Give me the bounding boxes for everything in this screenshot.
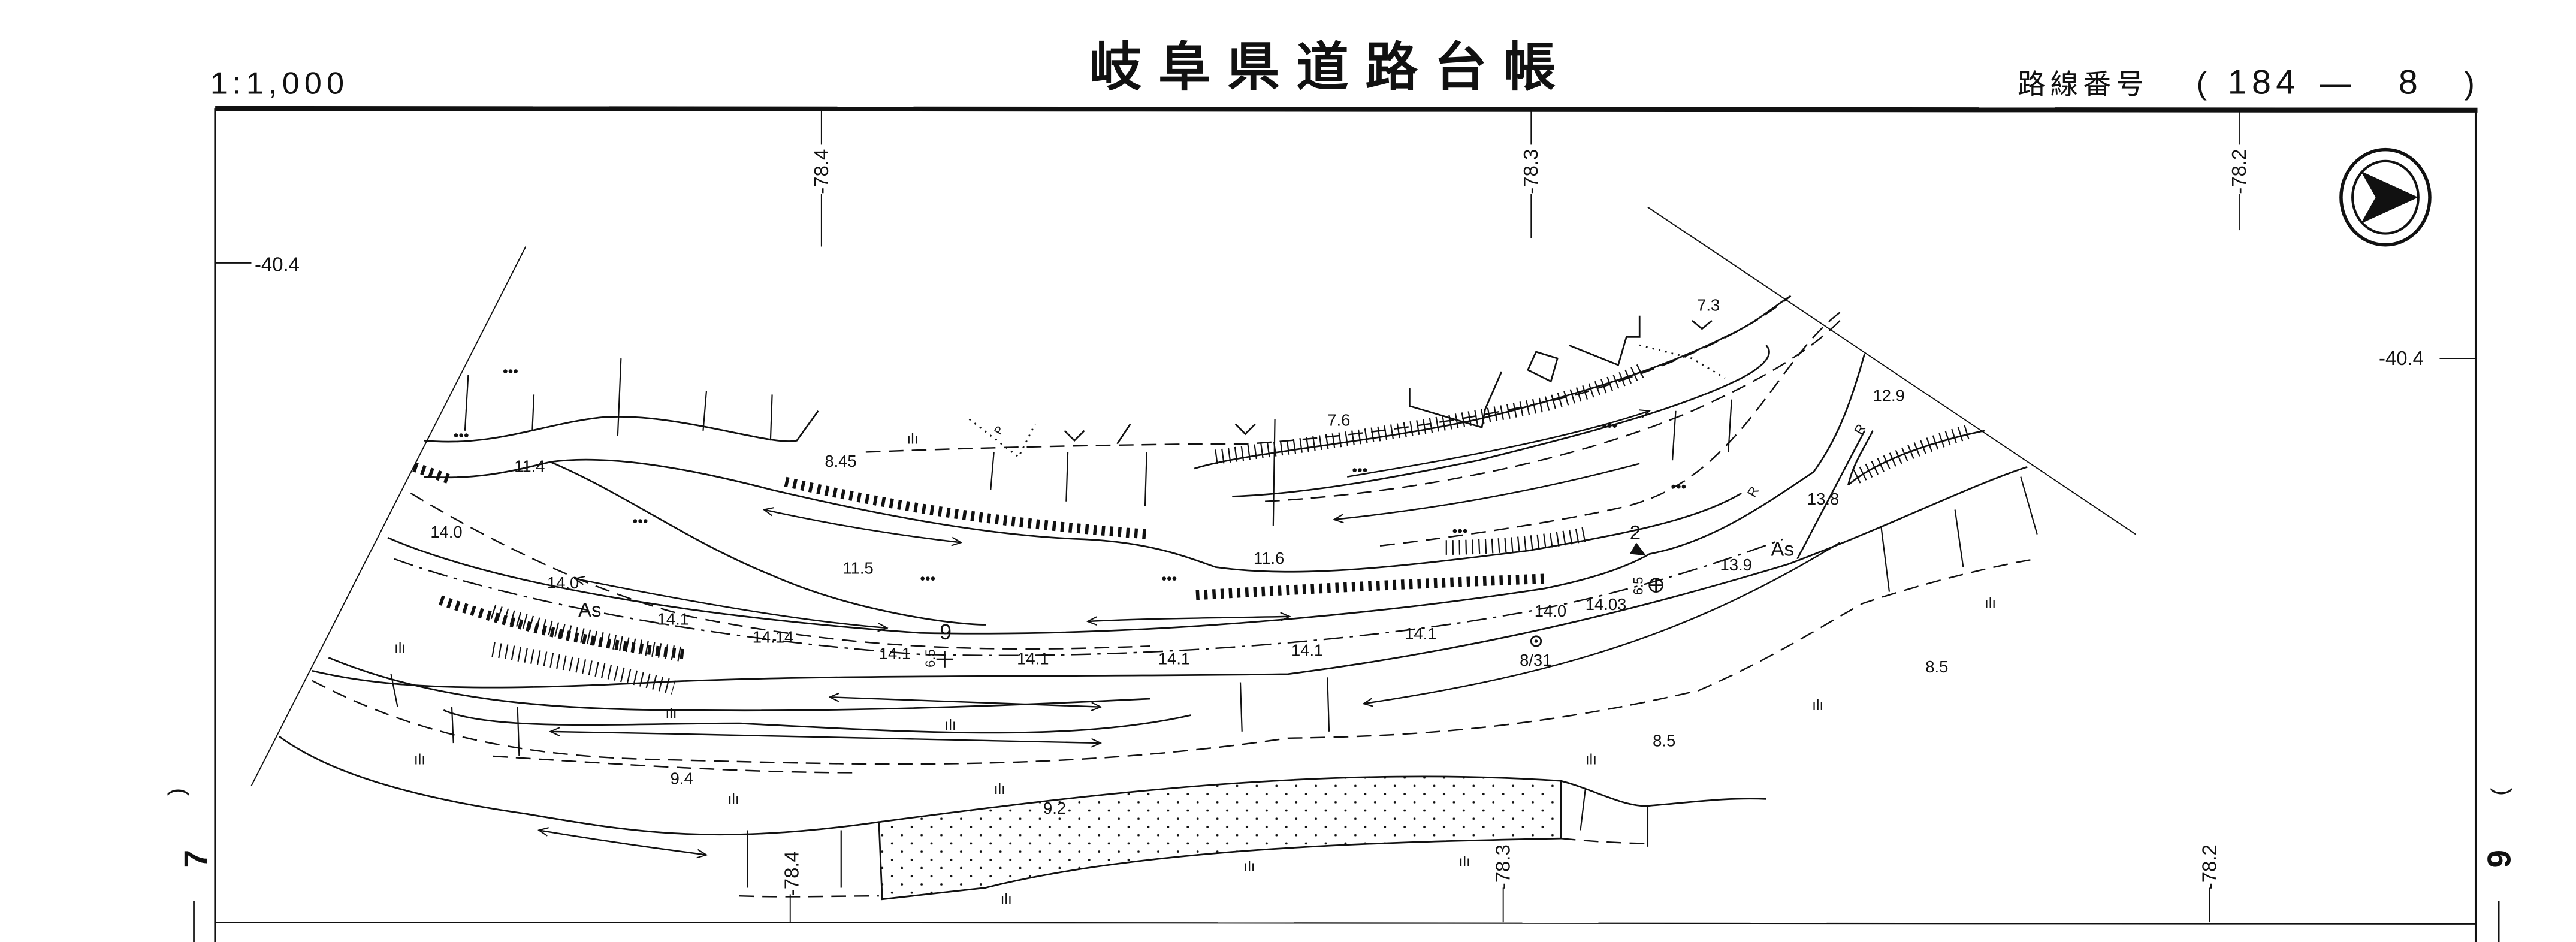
lane-mark-label: 9 xyxy=(940,620,952,644)
svg-text:ılı: ılı xyxy=(994,781,1005,798)
spot-height: 8.45 xyxy=(825,452,856,470)
adjacent-right-paren: ( xyxy=(2487,788,2512,796)
svg-text:•••: ••• xyxy=(454,428,469,444)
svg-text:ılı: ılı xyxy=(414,752,425,768)
grid-label-bottom-2: -78.3 xyxy=(1492,844,1514,889)
spot-height: 12.9 xyxy=(1873,386,1905,404)
spot-height: 7.6 xyxy=(1327,411,1350,430)
map-frame xyxy=(214,105,2478,942)
grid-label-left: -40.4 xyxy=(255,253,300,276)
svg-text:•••: ••• xyxy=(1671,479,1686,495)
route-number-value: 184 xyxy=(2228,63,2300,101)
svg-text:ılı: ılı xyxy=(1243,859,1255,875)
svg-text:ılı: ılı xyxy=(907,431,918,448)
svg-text:ılı: ılı xyxy=(1459,854,1470,870)
svg-text:•••: ••• xyxy=(1352,463,1367,479)
spot-height: 14.1 xyxy=(657,610,689,629)
grid-label-top-1: -78.4 xyxy=(810,149,832,194)
pavement-label: As xyxy=(1771,538,1794,560)
svg-text:ılı: ılı xyxy=(1586,752,1597,768)
svg-text:ılı: ılı xyxy=(1985,596,1996,612)
manhole-label: 6.5 xyxy=(923,649,938,668)
adjacent-sheet-right: 9 xyxy=(2480,850,2517,868)
manhole-label: 6.5 xyxy=(1631,577,1646,596)
spot-height: 7.3 xyxy=(1697,296,1720,315)
route-dash: — xyxy=(2320,66,2355,101)
spot-height: 14.0 xyxy=(1535,602,1566,620)
svg-text:•••: ••• xyxy=(1452,523,1468,539)
svg-text:ılı: ılı xyxy=(1001,892,1012,908)
svg-text:ılı: ılı xyxy=(728,792,739,808)
road-label: R xyxy=(1744,484,1762,500)
annotations: As As 9 6.5 6.5 8/31 2 R R P xyxy=(578,421,1869,669)
spot-height: 14.14 xyxy=(753,628,794,647)
spot-height: 14.1 xyxy=(1017,649,1049,668)
benchmark-label: 8/31 xyxy=(1520,651,1551,669)
svg-text:ılı: ılı xyxy=(394,640,406,656)
svg-text:•••: ••• xyxy=(503,364,518,380)
spot-height: 14.1 xyxy=(1405,624,1436,643)
sheet-title: 岐阜県道路台帳 xyxy=(1089,37,1572,98)
spot-height: 13.9 xyxy=(1720,555,1752,574)
spot-height: 9.4 xyxy=(671,769,693,788)
grid-label-bottom-1: -78.4 xyxy=(780,851,802,896)
pavement-label: As xyxy=(578,599,601,621)
grid-label-top-2: -78.3 xyxy=(1520,149,1542,194)
spot-height: 8.5 xyxy=(1925,657,1948,676)
spot-height: 9.2 xyxy=(1043,799,1066,817)
sheet-boundaries xyxy=(250,206,2136,786)
grid-lines xyxy=(215,108,2476,923)
route-sheet-value: 8 xyxy=(2399,63,2423,101)
svg-text:•••: ••• xyxy=(920,571,935,587)
spot-height: 14.1 xyxy=(1291,641,1323,660)
traffic-direction-arrows xyxy=(539,411,1841,855)
route-number: 路線番号 ( 184 — 8 ) xyxy=(2018,63,2480,101)
grid-label-bottom-3: -78.2 xyxy=(2198,844,2221,889)
spot-height: 11.5 xyxy=(842,558,873,577)
scale-label: 1:1,000 xyxy=(210,66,349,101)
road-label: R xyxy=(1851,421,1869,437)
adjacent-sheet-left: 7 xyxy=(177,850,214,868)
adjacent-left-paren: ) xyxy=(164,788,189,796)
spot-height: 14.0 xyxy=(547,573,579,592)
survey-symbols xyxy=(936,542,1663,668)
route-label: 路線番号 xyxy=(2018,68,2149,99)
spot-height: 11.4 xyxy=(514,457,545,475)
svg-text:•••: ••• xyxy=(1161,571,1177,587)
spot-height: 14.1 xyxy=(879,644,911,663)
buildings xyxy=(968,315,1726,458)
svg-text:ılı: ılı xyxy=(665,706,677,722)
svg-text:•••: ••• xyxy=(633,514,648,530)
spot-heights: 11.4 8.45 7.6 7.3 12.9 14.0 11.5 11.6 13… xyxy=(430,296,1948,818)
spot-height: 8.5 xyxy=(1653,732,1675,750)
spot-height: 13.8 xyxy=(1807,490,1839,508)
slope-ticks xyxy=(390,358,2038,888)
spot-height: 14.1 xyxy=(1158,649,1190,668)
svg-text:ılı: ılı xyxy=(944,717,956,733)
svg-text:•••: ••• xyxy=(1602,418,1617,434)
grid-label-top-3: -78.2 xyxy=(2228,149,2250,194)
spot-height: 14.03 xyxy=(1586,595,1627,614)
north-arrow-icon xyxy=(2339,147,2432,247)
dotted-area xyxy=(878,775,1562,901)
route-close-paren: ) xyxy=(2465,66,2480,101)
spot-height: 11.6 xyxy=(1254,549,1284,567)
slope-hachures xyxy=(412,363,1974,695)
pole-label: P xyxy=(992,424,1007,437)
marker-label: 2 xyxy=(1630,521,1641,544)
grid-label-right: -40.4 xyxy=(2379,347,2424,369)
spot-height: 14.0 xyxy=(430,523,462,541)
route-open-paren: ( xyxy=(2197,66,2212,101)
svg-text:ılı: ılı xyxy=(1812,698,1823,714)
